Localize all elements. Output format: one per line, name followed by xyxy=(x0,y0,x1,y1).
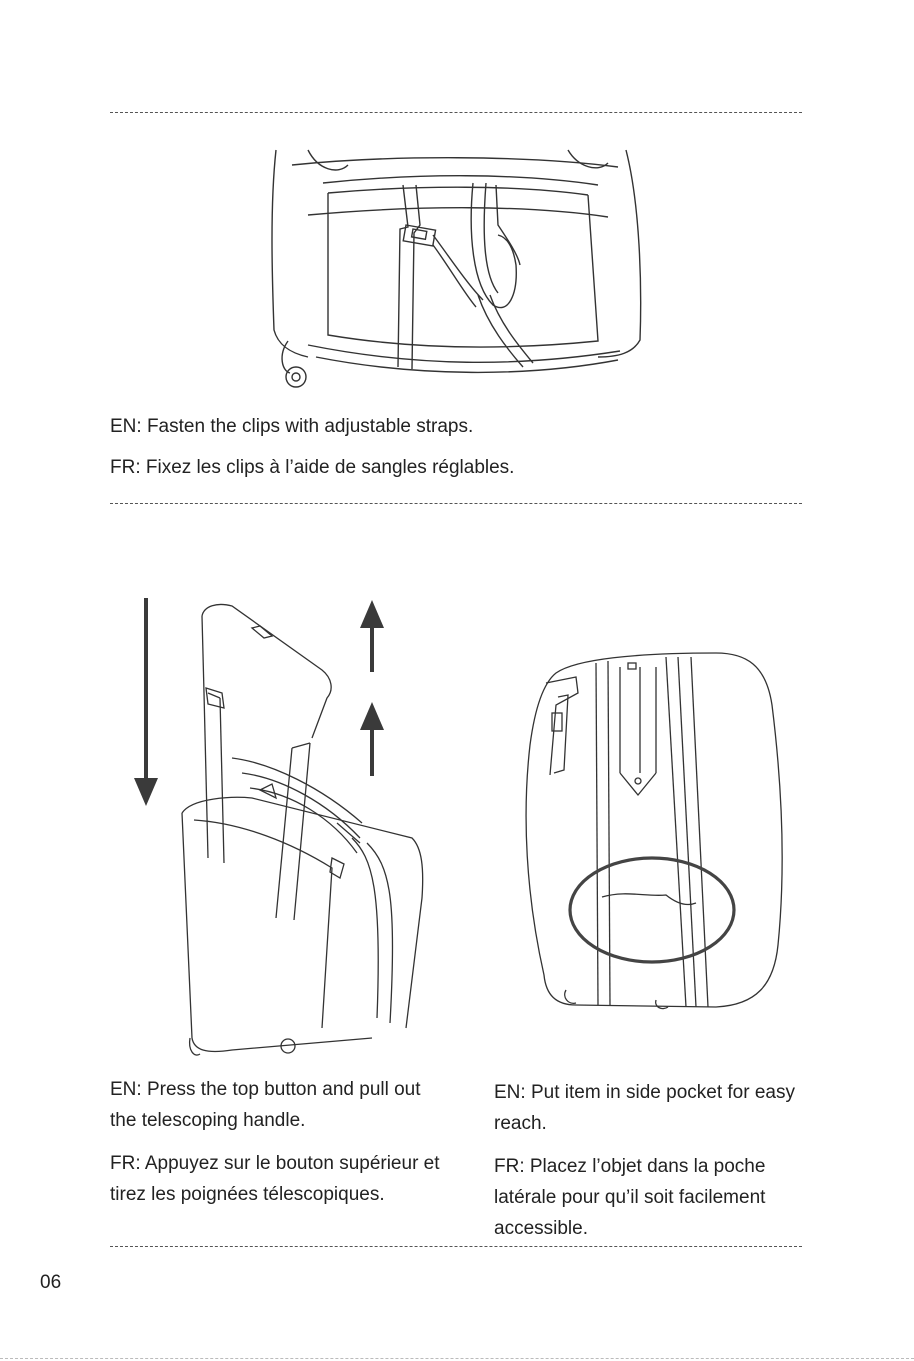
straps-illustration xyxy=(268,145,646,395)
page-edge-dash xyxy=(0,1358,914,1359)
caption-straps-en: EN: Fasten the clips with adjustable str… xyxy=(110,416,474,437)
caption-straps-fr: FR: Fixez les clips à l’aide de sangles … xyxy=(110,457,515,478)
caption-pocket-fr: FR: Placez l’objet dans la poche latéral… xyxy=(494,1156,766,1239)
separator-middle xyxy=(110,503,802,504)
page-number: 06 xyxy=(40,1272,62,1293)
arrow-up-icon-top xyxy=(356,598,388,674)
separator-bottom xyxy=(110,1246,802,1247)
arrow-up-icon-bottom xyxy=(356,700,388,778)
side-pocket-luggage-illustration xyxy=(516,645,788,1013)
separator-top xyxy=(110,112,802,113)
handle-luggage-illustration xyxy=(172,598,424,1058)
caption-handle-en: EN: Press the top button and pull out th… xyxy=(110,1079,421,1131)
caption-handle-fr: FR: Appuyez sur le bouton supérieur et t… xyxy=(110,1153,440,1205)
arrow-down-icon xyxy=(130,598,162,808)
caption-pocket-en: EN: Put item in side pocket for easy rea… xyxy=(494,1082,795,1134)
